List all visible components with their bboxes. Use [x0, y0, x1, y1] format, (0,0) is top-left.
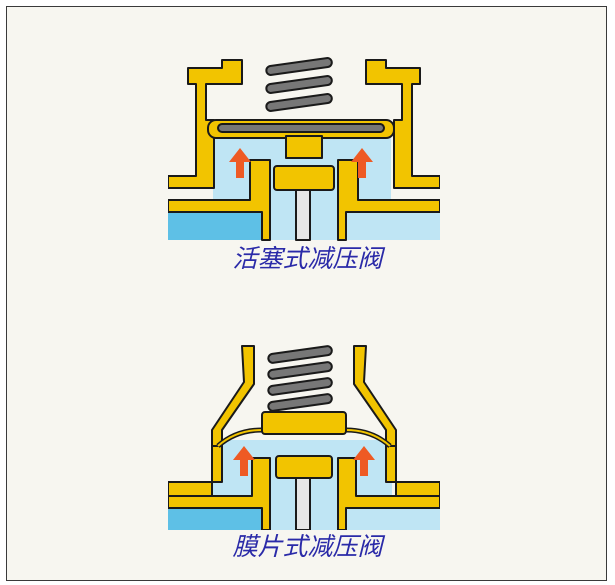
valve-disc — [273, 165, 335, 191]
valve-seat-right — [337, 159, 440, 241]
valve-seat-left — [168, 457, 271, 530]
pressure-arrow-right — [351, 148, 373, 178]
diaphragm-valve-diagram — [168, 345, 440, 530]
piston-valve-diagram — [168, 57, 440, 241]
valve-disc — [275, 455, 333, 479]
pressure-arrow-right — [353, 446, 375, 476]
spring — [267, 345, 333, 412]
piston-stem — [285, 135, 323, 159]
valve-shaft — [295, 189, 311, 241]
pressure-arrow-left — [229, 148, 251, 178]
pressure-arrow-left — [233, 446, 255, 476]
right-body-wall — [385, 445, 440, 497]
piston-ring — [217, 123, 385, 133]
diaphragm-plate — [261, 411, 347, 435]
valve-shaft — [295, 477, 311, 530]
caption-diaphragm-valve: 膜片式减压阀 — [232, 532, 383, 561]
spring — [265, 57, 333, 112]
right-body-wall — [365, 59, 440, 189]
valve-seat-right — [337, 457, 440, 530]
valve-seat-left — [168, 159, 271, 241]
caption-piston-valve: 活塞式减压阀 — [232, 244, 383, 273]
